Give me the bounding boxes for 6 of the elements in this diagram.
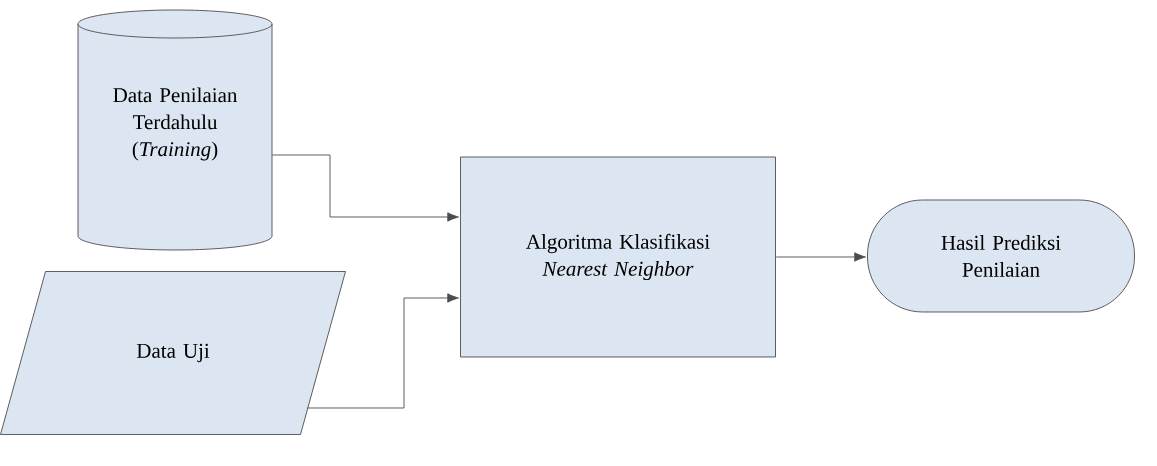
process-box: Algoritma Klasifikasi Nearest Neighbor <box>460 156 776 358</box>
arrow <box>271 154 459 222</box>
database-cylinder: Data Penilaian Terdahulu (Training) <box>77 9 273 251</box>
arrow <box>306 293 459 409</box>
input-parallelogram: Data Uji <box>0 271 346 435</box>
arrow <box>775 252 866 262</box>
